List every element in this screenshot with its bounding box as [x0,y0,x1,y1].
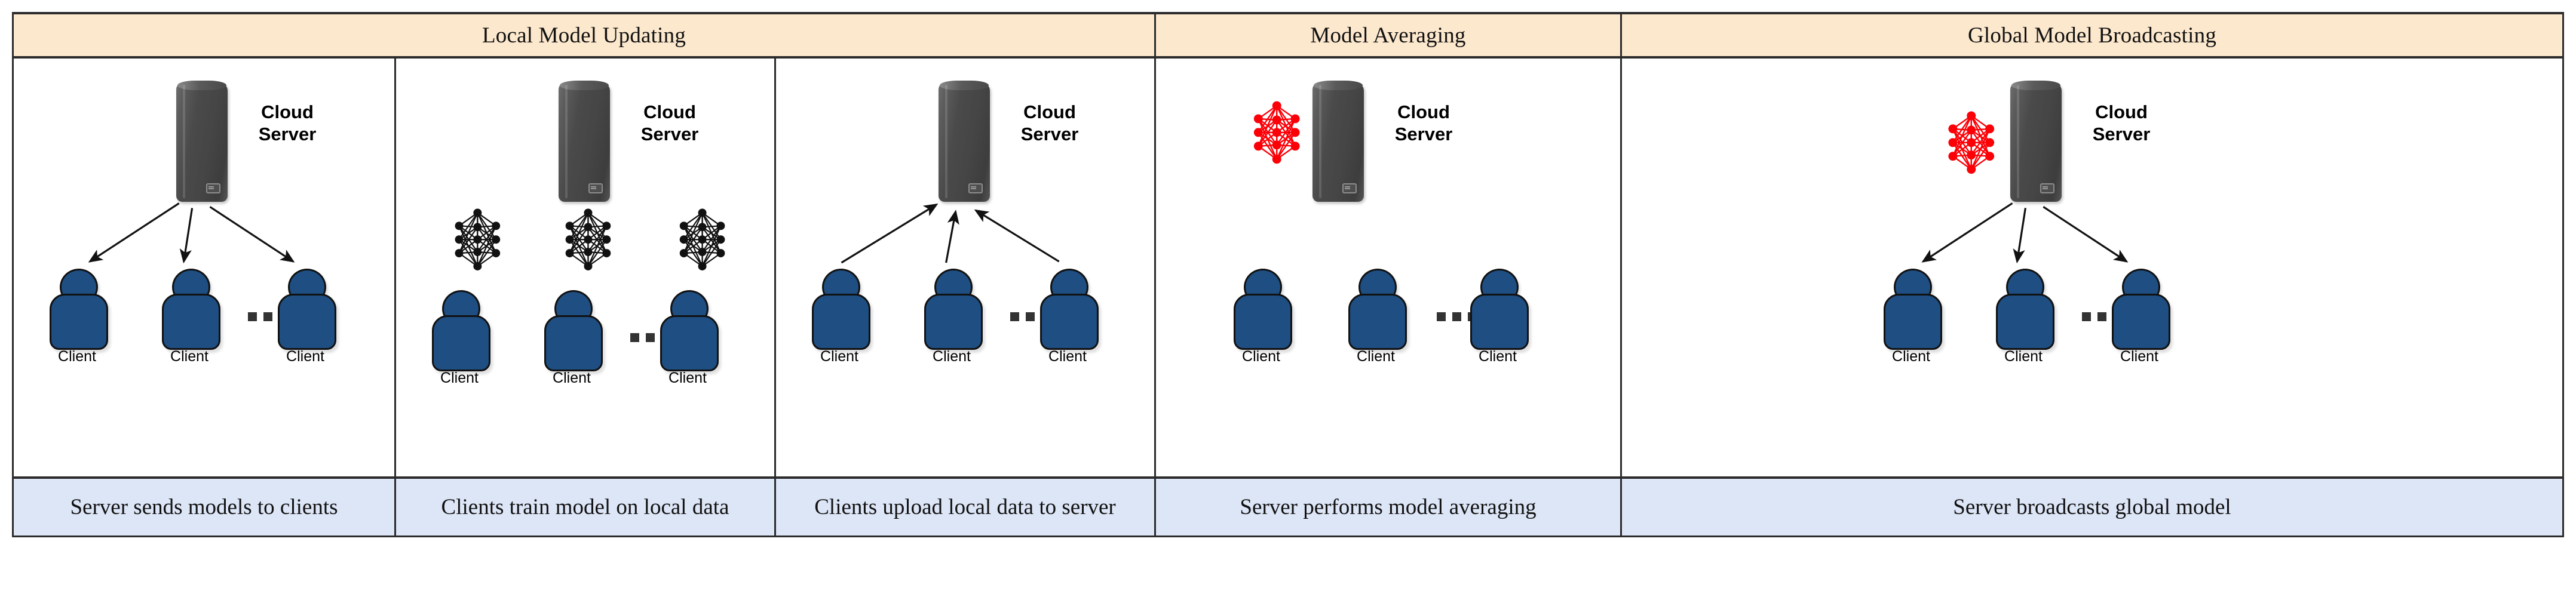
client-icon-2: Client [1347,269,1407,365]
cloud-server-icon [559,81,610,202]
panel-clients-upload-data: Cloud Server Client Client [774,59,1154,476]
client-label-3: Client [286,348,324,365]
client-label-1: Client [820,348,858,365]
client-icon-3: Client [1039,269,1099,365]
panel-model-averaging: Cloud Server [1154,59,1620,476]
client-icon-1: Client [1232,269,1292,365]
figure-table: Local Model Updating Model Averaging Glo… [12,12,2564,537]
caption-cell-4: Server performs model averaging [1154,476,1620,537]
client-icon-2: Client [543,290,603,386]
cloud-server-icon [2010,81,2062,202]
caption-label-2: Clients train model on local data [441,495,729,519]
client-label-3: Client [2120,348,2158,365]
cloud-server-label: Cloud Server [1394,101,1453,144]
client-icon-2: Client [923,269,983,365]
cloud-server-label: Cloud Server [258,101,317,144]
client-label-2: Client [170,348,208,365]
client-icon-1: Client [48,269,108,365]
header-label-global-model-broadcasting: Global Model Broadcasting [1967,23,2217,48]
client-label-2: Client [2004,348,2043,365]
client-icon-3: Client [2111,269,2170,365]
client-label-1: Client [440,370,479,386]
panels-row: Cloud Server Client Client [12,59,2564,476]
panel-global-model-broadcasting: Cloud Server [1620,59,2564,476]
caption-row: Server sends models to clients Clients t… [12,476,2564,537]
caption-label-1: Server sends models to clients [70,495,338,519]
client-label-3: Client [1479,348,1517,365]
header-cell-model-averaging: Model Averaging [1154,12,1620,59]
header-row: Local Model Updating Model Averaging Glo… [12,12,2564,59]
caption-cell-5: Server broadcasts global model [1620,476,2564,537]
cloud-server-label: Cloud Server [640,101,699,144]
client-icon-1: Client [811,269,870,365]
cloud-server-icon [939,81,990,202]
panel-server-sends-models: Cloud Server Client Client [12,59,394,476]
header-label-local-model-updating: Local Model Updating [482,23,686,48]
cloud-server-icon [176,81,228,202]
client-icon-2: Client [1995,269,2054,365]
cloud-server-label: Cloud Server [1020,101,1079,144]
client-label-1: Client [58,348,96,365]
client-label-1: Client [1892,348,1930,365]
client-label-1: Client [1242,348,1280,365]
caption-label-3: Clients upload local data to server [814,495,1116,519]
client-label-3: Client [1048,348,1087,365]
client-icon-1: Client [431,290,490,386]
caption-label-4: Server performs model averaging [1240,495,1537,519]
client-label-2: Client [933,348,971,365]
cloud-server-label: Cloud Server [2092,101,2151,144]
client-icon-1: Client [1882,269,1942,365]
client-icon-2: Client [161,269,220,365]
client-icon-3: Client [1469,269,1529,365]
caption-cell-3: Clients upload local data to server [774,476,1154,537]
caption-label-5: Server broadcasts global model [1953,495,2231,519]
header-label-model-averaging: Model Averaging [1310,23,1466,48]
client-label-3: Client [668,370,707,386]
caption-cell-2: Clients train model on local data [394,476,774,537]
client-icon-3: Client [277,269,336,365]
client-label-2: Client [553,370,591,386]
header-cell-global-model-broadcasting: Global Model Broadcasting [1620,12,2564,59]
client-label-2: Client [1357,348,1395,365]
header-cell-local-model-updating: Local Model Updating [12,12,1154,59]
cloud-server-icon [1312,81,1364,202]
caption-cell-1: Server sends models to clients [12,476,394,537]
panel-clients-train-model: Cloud Server [394,59,774,476]
client-icon-3: Client [659,290,719,386]
